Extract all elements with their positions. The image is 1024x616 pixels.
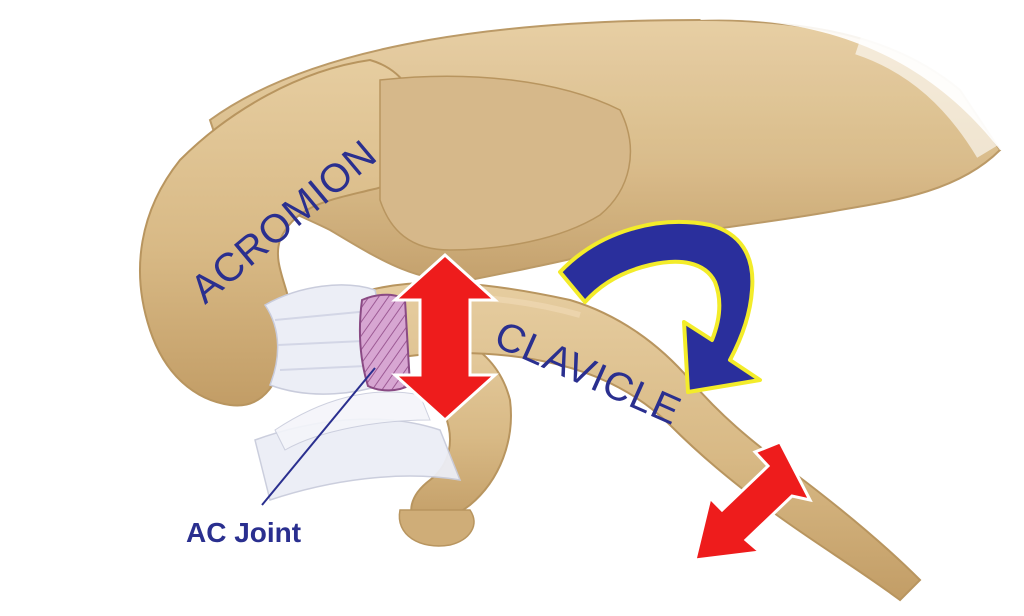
ac-joint-disc: [359, 293, 412, 392]
double-headed-arrow-red-icon: [391, 252, 499, 423]
coracoclavicular-ligaments: [254, 391, 462, 501]
double-headed-arrow-red-icon-2: [693, 440, 813, 562]
ac-joint-pointer-line: [261, 367, 376, 506]
acromion-bone: [139, 58, 632, 407]
curved-arrow-blue-icon: [558, 220, 762, 394]
ac-joint-label: AC Joint: [186, 517, 301, 548]
